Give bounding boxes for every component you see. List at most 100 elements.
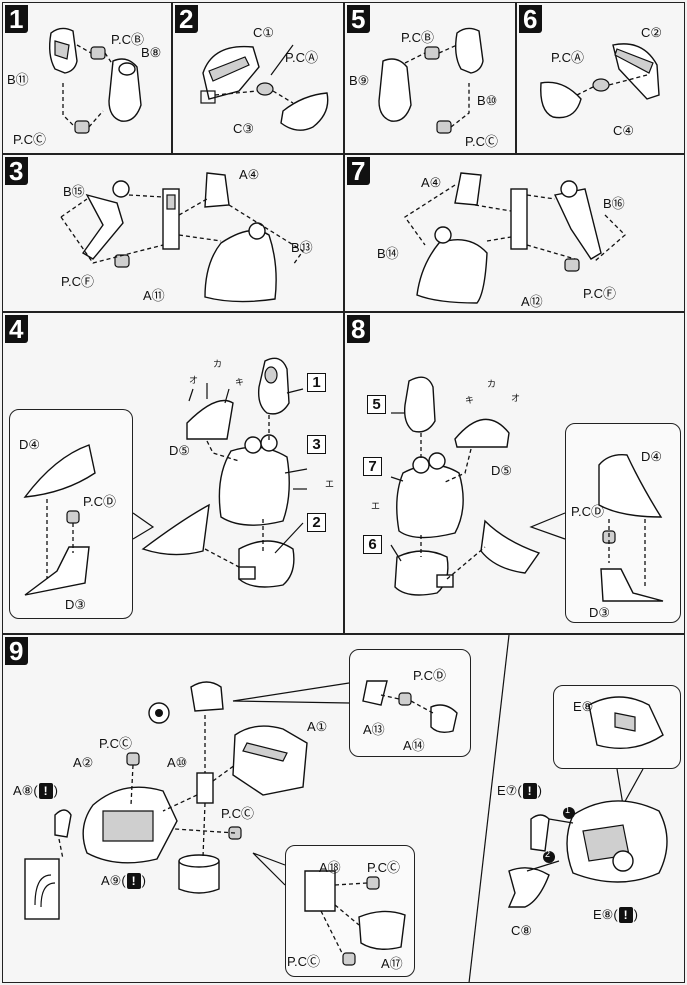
- label-a13: A⑬: [363, 722, 385, 737]
- step-number: 5: [347, 5, 371, 33]
- mark-o: オ: [511, 394, 521, 404]
- part-a4: [454, 172, 482, 206]
- label-a18: A⑱: [319, 860, 341, 875]
- step-1-panel: 1 P.CⒷ B⑪ B⑧ P.CⒸ: [2, 2, 172, 154]
- label-c4: C④: [613, 123, 635, 138]
- warning-icon: !: [126, 873, 141, 889]
- label-a14: A⑭: [403, 738, 425, 753]
- step-number: 6: [519, 5, 543, 33]
- part-pcc4: [342, 952, 356, 966]
- step-9-drawing: [24, 635, 668, 982]
- step-7-panel: 7 A④ B⑯ B⑭ P.CⒻ A⑫: [344, 154, 685, 312]
- step-6-drawing: [540, 43, 660, 119]
- part-ref6: [394, 550, 449, 596]
- label-pcc2: P.CⒸ: [221, 806, 254, 821]
- part-b9: [378, 58, 412, 122]
- step-4-panel: 4 D④ P.CⒹ D③ D⑤ 1 3 2 オ カ キ エ: [2, 312, 344, 634]
- step-8-panel: 8 5 7 6 D⑤ D④ P.CⒹ D③ カ オ キ エ: [344, 312, 685, 634]
- label-pcb: P.CⒷ: [111, 32, 144, 47]
- mark-e: エ: [371, 502, 381, 512]
- part-pca: [256, 82, 274, 96]
- part-b16: [553, 188, 602, 260]
- part-d4: [598, 454, 663, 518]
- ref-box-1: 1: [307, 373, 326, 392]
- step-number: 8: [347, 315, 371, 343]
- label-pcd: P.CⒹ: [571, 504, 604, 519]
- part-a17: [358, 910, 406, 950]
- part-ref2: [238, 540, 295, 588]
- part-pcd: [398, 692, 412, 706]
- step-number: 1: [5, 5, 29, 33]
- warning-icon: !: [38, 783, 53, 799]
- step-2-panel: 2 C① P.CⒶ C③: [172, 2, 344, 154]
- label-e8-top: E⑧: [573, 699, 594, 714]
- label-c1: C①: [253, 25, 275, 40]
- bullet-num-1: 1: [565, 805, 571, 815]
- label-d3: D③: [589, 605, 611, 620]
- label-b15: B⑮: [63, 184, 85, 199]
- step-3-panel: 3 B⑮ A④ B⑬ P.CⒻ A⑪: [2, 154, 344, 312]
- part-blade: [141, 503, 210, 556]
- warning-icon: !: [618, 907, 633, 923]
- part-pcb: [424, 46, 440, 60]
- part-b15: [81, 193, 124, 260]
- label-d3: D③: [65, 597, 87, 612]
- part-pcc: [436, 120, 452, 134]
- part-d3: [24, 546, 90, 596]
- ref-box-7: 7: [363, 457, 382, 476]
- mark-o: オ: [189, 376, 199, 386]
- label-pcc: P.CⒸ: [465, 134, 498, 149]
- part-a8: [54, 809, 72, 838]
- label-pcc1: P.CⒸ: [99, 736, 132, 751]
- part-b13: [204, 229, 277, 303]
- part-top-cap: [190, 681, 224, 712]
- step-bullet-1: [563, 807, 575, 819]
- part-blade: [480, 519, 541, 574]
- label-b10: B⑩: [477, 93, 498, 108]
- label-b11: B⑪: [7, 72, 29, 87]
- step-number: 9: [5, 637, 29, 665]
- part-pca: [592, 78, 610, 92]
- label-pcc3: P.CⒸ: [367, 860, 400, 875]
- part-pcb: [90, 46, 106, 60]
- label-b8: B⑧: [141, 45, 162, 60]
- ref-box-5: 5: [367, 395, 386, 414]
- label-a12: A⑫: [521, 294, 543, 309]
- warning-icon: !: [522, 783, 537, 799]
- label-a2: A②: [73, 755, 94, 770]
- part-pcc3: [366, 876, 380, 890]
- step-number: 3: [5, 157, 29, 185]
- part-b10: [454, 27, 484, 74]
- step-number: 2: [175, 5, 199, 33]
- label-d5: D⑤: [169, 443, 191, 458]
- part-d5: [454, 418, 510, 448]
- label-d5: D⑤: [491, 463, 513, 478]
- label-pca: P.CⒶ: [285, 50, 318, 65]
- part-pcc: [74, 120, 90, 134]
- part-ref5: [403, 376, 436, 433]
- label-e8: E⑧(!): [593, 907, 639, 923]
- label-a4: A④: [421, 175, 442, 190]
- part-a14: [430, 704, 458, 734]
- label-pcd: P.CⒹ: [83, 494, 116, 509]
- part-a18: [304, 870, 336, 912]
- label-d4: D④: [19, 437, 41, 452]
- label-pcf: P.CⒻ: [61, 274, 94, 289]
- part-d5: [186, 399, 234, 440]
- step-8-drawing: [390, 376, 664, 602]
- part-c8: [507, 867, 550, 908]
- label-b16: B⑯: [603, 196, 625, 211]
- part-ref7: [396, 464, 464, 539]
- part-a12: [510, 188, 528, 250]
- part-pcd: [66, 510, 80, 524]
- step-number: 4: [5, 315, 29, 343]
- bullet-num-2: 2: [545, 849, 551, 859]
- label-d4: D④: [641, 449, 663, 464]
- label-c3: C③: [233, 121, 255, 136]
- part-e7: [530, 814, 550, 852]
- label-pcf: P.CⒻ: [583, 286, 616, 301]
- mark-ki: キ: [465, 396, 475, 406]
- step-4-drawing: [23, 357, 308, 596]
- part-a8-detail-box: [24, 858, 60, 920]
- mark-ka: カ: [487, 380, 497, 390]
